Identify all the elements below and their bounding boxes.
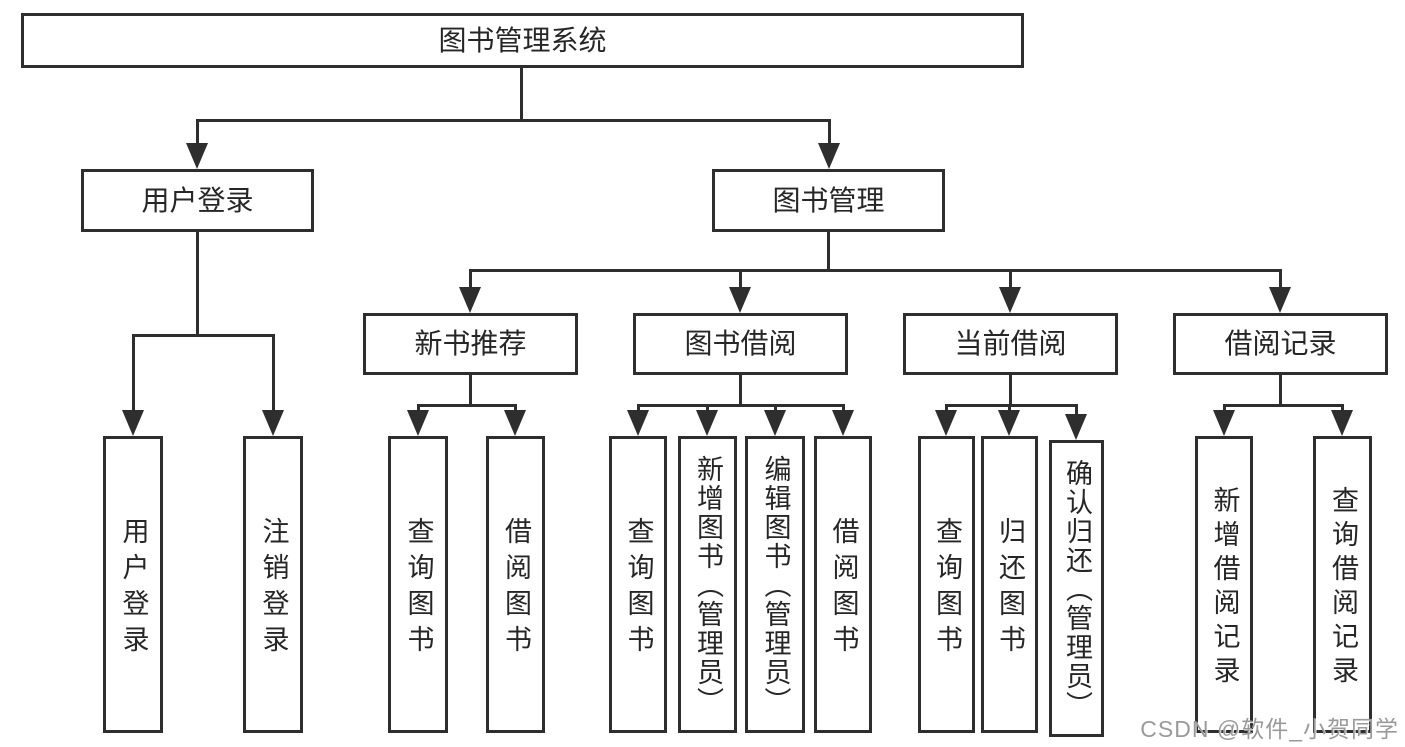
connector-arrowhead [729,287,751,313]
connector-arrowhead [262,410,284,436]
node-cb-query-books: 查询图书 [918,436,975,733]
connector-line [469,269,472,291]
node-br-add-record: 新增借阅记录 [1195,436,1253,733]
connector-line [1223,404,1344,407]
node-logout: 注销登录 [243,436,303,733]
connector-line [739,375,742,406]
node-library-system: 图书管理系统 [21,13,1024,68]
connector-line [827,232,830,271]
node-bb-query-books: 查询图书 [609,436,667,733]
node-rec-query-books: 查询图书 [388,436,448,733]
connector-line [272,334,275,414]
connector-arrowhead [1213,410,1235,436]
node-bb-borrow-books: 借阅图书 [814,436,872,733]
connector-arrowhead [1269,287,1291,313]
connector-line [469,375,472,406]
connector-arrowhead [1331,410,1353,436]
connector-arrowhead [696,410,718,436]
connector-arrowhead [832,410,854,436]
connector-line [706,404,709,414]
connector-line [514,404,517,414]
connector-line [132,334,275,337]
node-rec-borrow-books: 借阅图书 [486,436,545,733]
csdn-watermark: CSDN @软件_小贺同学 [1140,716,1399,742]
node-borrowing-records: 借阅记录 [1173,313,1388,375]
connector-line [637,404,845,407]
connector-arrowhead [627,410,649,436]
connector-line [945,404,1078,407]
connector-arrowhead [407,410,429,436]
connector-line [842,404,845,414]
connector-line [196,119,199,147]
connector-line [520,68,523,119]
node-bb-add-books-admin: 新增图书（管理员） [678,436,737,733]
connector-line [1009,375,1012,406]
connector-line [1279,269,1282,291]
connector-line [1008,404,1011,414]
connector-line [196,119,831,122]
connector-arrowhead [998,410,1020,436]
connector-arrowhead [122,410,144,436]
connector-line [469,269,1282,272]
node-book-management: 图书管理 [712,169,945,232]
node-bb-edit-books-admin: 编辑图书（管理员） [745,436,805,733]
connector-arrowhead [504,410,526,436]
connector-line [417,404,420,414]
node-cb-return-books: 归还图书 [981,436,1038,733]
connector-line [828,119,831,147]
connector-line [1223,404,1226,414]
connector-line [1341,404,1344,414]
connector-line [417,404,517,407]
node-book-borrowing: 图书借阅 [633,313,848,375]
connector-arrowhead [186,143,208,169]
connector-line [1075,404,1078,416]
connector-line [1279,375,1282,406]
node-br-query-record: 查询借阅记录 [1313,436,1372,733]
node-user-login-group: 用户登录 [81,169,314,232]
connector-line [945,404,948,414]
node-user-login: 用户登录 [103,436,163,733]
connector-line [774,404,777,414]
connector-arrowhead [764,410,786,436]
node-current-borrowing: 当前借阅 [903,313,1118,375]
node-new-book-recommend: 新书推荐 [363,313,578,375]
connector-arrowhead [1065,414,1087,440]
connector-line [132,334,135,414]
connector-line [739,269,742,291]
connector-arrowhead [459,287,481,313]
connector-line [637,404,640,414]
connector-arrowhead [935,410,957,436]
connector-line [1009,269,1012,291]
node-cb-confirm-return-admin: 确认归还（管理员） [1049,440,1104,737]
connector-line [196,232,199,337]
connector-arrowhead [818,143,840,169]
connector-arrowhead [999,287,1021,313]
